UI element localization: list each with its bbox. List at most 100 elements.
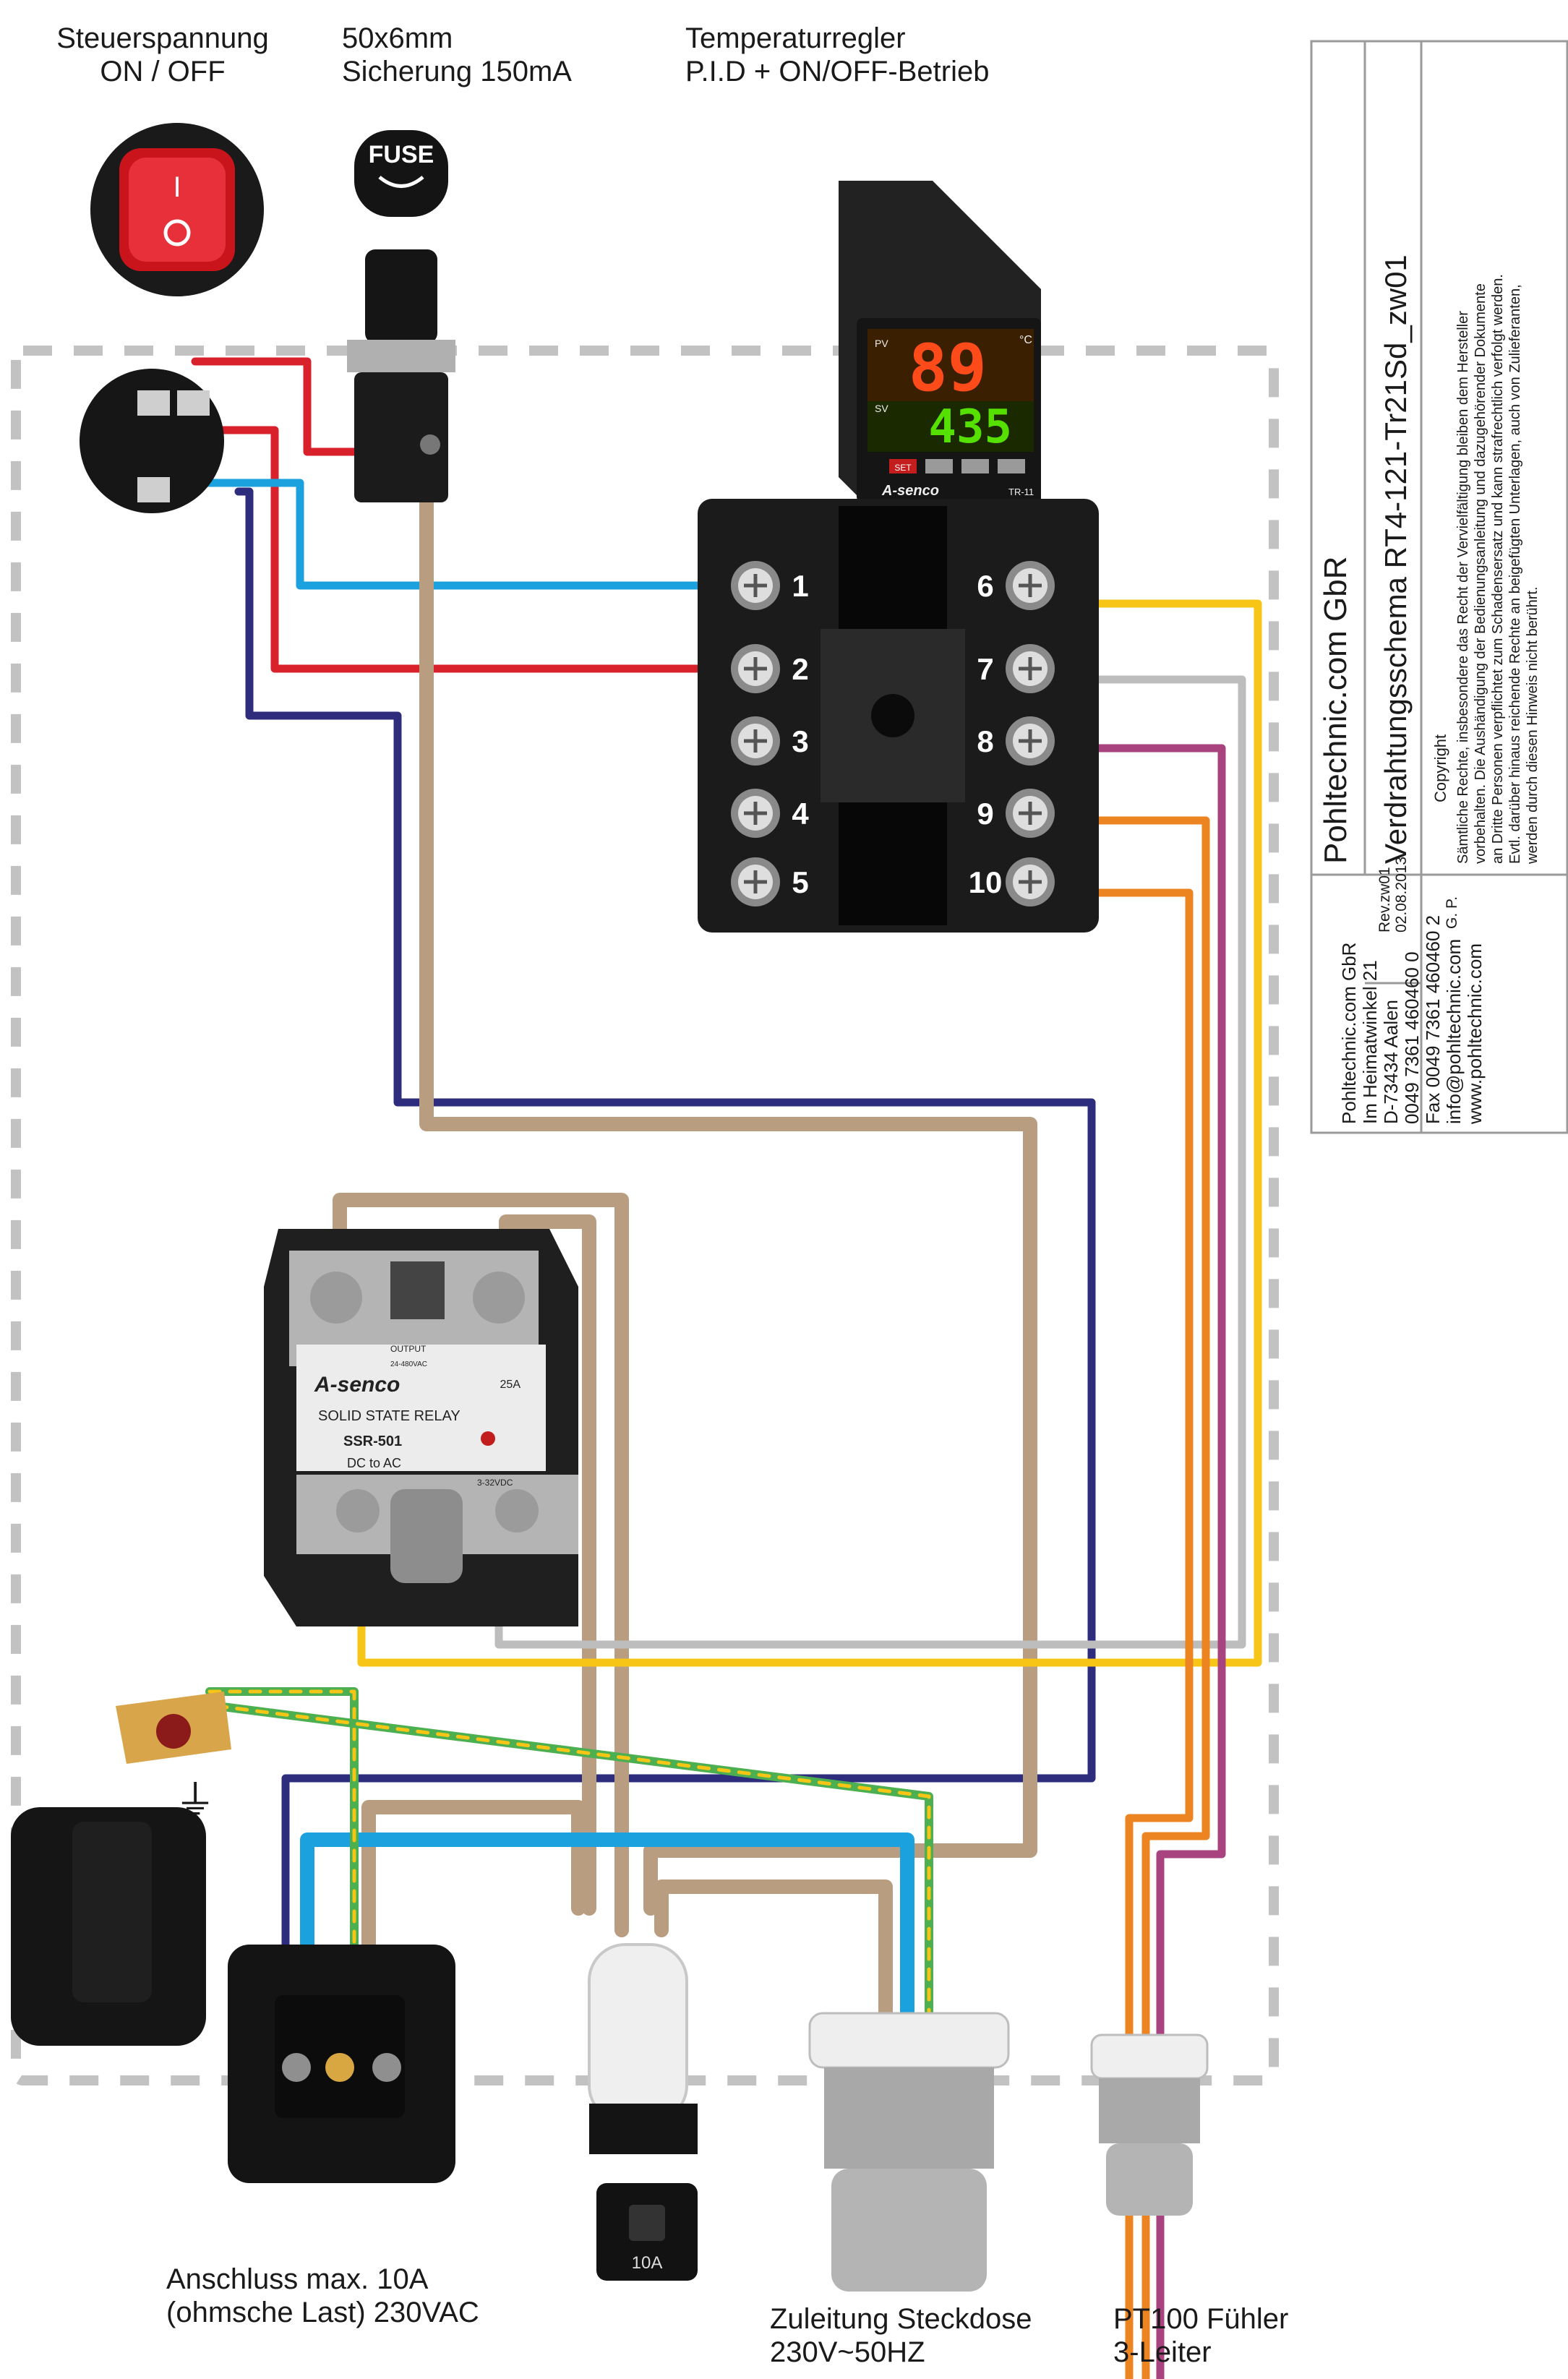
fuse-title: 50x6mm (342, 22, 453, 54)
switch-subtitle: ON / OFF (100, 56, 226, 87)
title-rev: Rev.zw01 (1376, 867, 1393, 933)
terminal-screw-10 (1006, 857, 1055, 906)
svg-text:10A: 10A (632, 2253, 663, 2273)
svg-text:SOLID STATE RELAY: SOLID STATE RELAY (318, 1408, 460, 1424)
wire-orange-2 (1062, 888, 1194, 2379)
terminal-screw-6 (1006, 561, 1055, 610)
rocker-switch-back (80, 369, 224, 513)
copyright-line: Evtl. darüber hinaus reichende Rechte an… (1507, 284, 1523, 864)
svg-text:SSR-501: SSR-501 (343, 1433, 402, 1449)
controller-subtitle: P.I.D + ON/OFF-Betrieb (685, 56, 990, 87)
sensor-label: PT100 Fühler 3-Leiter (1113, 2302, 1288, 2369)
svg-text:A-senco: A-senco (881, 483, 939, 499)
supply-title: Zuleitung Steckdose (770, 2303, 1032, 2335)
copyright-line: Sämtliche Rechte, insbesondere das Recht… (1455, 311, 1471, 864)
title-date: 02.08.2013 (1393, 857, 1410, 933)
terminal-label-4: 4 (792, 797, 809, 831)
wire-beige-main (419, 492, 1037, 1916)
copyright-line: werden durch diesen Hinweis nicht berühr… (1525, 586, 1541, 865)
terminal-screw-4 (731, 789, 780, 838)
terminal-screw-7 (1006, 644, 1055, 693)
ground-terminal: ⏚ (116, 1692, 231, 1825)
outlet-label: Anschluss max. 10A (ohmsche Last) 230VAC (166, 2263, 479, 2329)
solid-state-relay: A-senco 25A OUTPUT 24-480VAC SOLID STATE… (264, 1229, 578, 1626)
wire-red-2 (191, 426, 774, 673)
switch-label: Steuerspannung ON / OFF (51, 22, 275, 88)
controller-terminal-block (698, 499, 1099, 933)
title-block: Pohltechnic.com GbR Verdrahtungsschema R… (1310, 40, 1568, 1134)
outlet-subtitle: (ohmsche Last) 230VAC (166, 2297, 479, 2328)
address-line: Pohltechnic.com GbR (1338, 943, 1360, 1124)
svg-text:OUTPUT: OUTPUT (390, 1344, 427, 1354)
outlet-title: Anschluss max. 10A (166, 2263, 429, 2295)
copyright-lines: Sämtliche Rechte, insbesondere das Recht… (1455, 274, 1541, 865)
switch-title: Steuerspannung (56, 22, 269, 54)
controller-label: Temperaturregler P.I.D + ON/OFF-Betrieb (685, 22, 990, 88)
terminal-label-7: 7 (977, 652, 993, 686)
terminal-screw-3 (731, 716, 780, 766)
terminal-label-8: 8 (977, 724, 993, 758)
address-line: D-73434 Aalen (1380, 1000, 1402, 1124)
cable-gland-large (808, 2012, 1010, 2292)
copyright-heading: Copyright (1431, 734, 1449, 802)
svg-text:I: I (173, 171, 181, 203)
supply-subtitle: 230V~50HZ (770, 2336, 925, 2368)
terminal-screw-1 (731, 561, 780, 610)
svg-text:SET: SET (894, 463, 912, 473)
svg-text:A-senco: A-senco (314, 1373, 400, 1397)
breaker: 10A (588, 1943, 698, 2281)
terminal-label-5: 5 (792, 865, 808, 899)
wire-ground-2y (215, 1704, 931, 2084)
controller-front: 89 435 PV SV °C SET A-senco TR-11 (839, 181, 1041, 506)
title-company: Pohltechnic.com GbR (1318, 556, 1353, 864)
svg-text:435: 435 (928, 400, 1012, 454)
terminal-label-3: 3 (792, 724, 808, 758)
svg-text:TR-11: TR-11 (1008, 486, 1034, 497)
wire-orange-1 (1062, 816, 1210, 2379)
wire-ground-1y (207, 1689, 356, 2055)
wire-beige-breaker (654, 1879, 893, 2082)
copyright-line: vorbehalten. Die Aushändigung der Bedien… (1473, 283, 1488, 864)
address-line: Fax 0049 7361 460460 2 (1422, 915, 1444, 1124)
svg-text:DC to AC: DC to AC (347, 1456, 401, 1470)
copyright-line: an Dritte Personen verpflichtet zum Scha… (1490, 274, 1506, 864)
controller-title: Temperaturregler (685, 22, 906, 54)
svg-text:89: 89 (909, 330, 987, 406)
address-line: info@pohltechnic.com (1443, 939, 1465, 1124)
svg-text:25A: 25A (500, 1379, 521, 1391)
svg-text:SV: SV (875, 403, 888, 414)
rocker-switch: I (90, 123, 264, 296)
terminal-screw-2 (731, 644, 780, 693)
wire-navy (234, 487, 1096, 2057)
terminal-label-10: 10 (969, 865, 1003, 899)
wires (158, 357, 1262, 2379)
fuse-subtitle: Sicherung 150mA (342, 56, 572, 87)
terminal-label-2: 2 (792, 652, 808, 686)
wire-magenta (1062, 744, 1226, 2379)
terminal-screw-9 (1006, 789, 1055, 838)
terminal-label-1: 1 (792, 569, 808, 603)
svg-text:3-32VDC: 3-32VDC (477, 1478, 513, 1488)
terminal-label-6: 6 (977, 569, 993, 603)
terminal-screw-5 (731, 857, 780, 906)
outlet-back (228, 1945, 455, 2183)
svg-text:24-480VAC: 24-480VAC (390, 1360, 427, 1368)
svg-text:PV: PV (875, 338, 888, 349)
wire-blue-thin (158, 479, 774, 590)
cable-gland-small (1090, 2033, 1209, 2216)
svg-text:FUSE: FUSE (369, 141, 434, 168)
outlet-cover (11, 1807, 206, 2046)
wire-beige-ssr (333, 1193, 629, 1937)
fuse-cap: FUSE (354, 130, 448, 217)
sensor-title: PT100 Fühler (1113, 2303, 1289, 2335)
address-line: Im Heimatwinkel 21 (1359, 960, 1381, 1124)
address-line: 0049 7361 460460 0 (1401, 951, 1423, 1124)
title-drawing: Verdrahtungsschema RT4-121-Tr21Sd_zw01 (1379, 254, 1413, 864)
title-author: G. P. (1444, 896, 1460, 929)
svg-text:°C: °C (1019, 334, 1032, 346)
wire-beige-load (361, 1800, 586, 2060)
fuse-label: 50x6mm Sicherung 150mA (342, 22, 572, 88)
